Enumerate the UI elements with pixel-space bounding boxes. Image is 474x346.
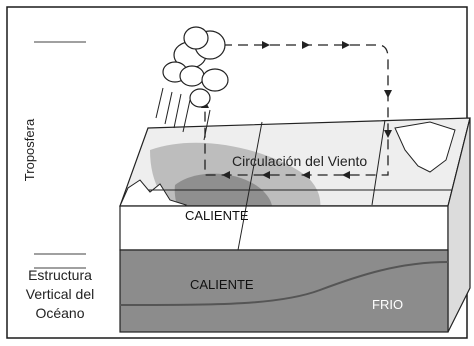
block-front-upper xyxy=(119,205,449,251)
ocean-structure-label-line3: Océano xyxy=(35,305,84,321)
warm-ocean-label: CALIENTE xyxy=(190,277,254,292)
ocean-structure-label-line1: Estructura xyxy=(28,267,92,283)
ocean-structure-label-line2: Vertical del xyxy=(26,286,94,302)
thermocline-curve xyxy=(119,261,449,306)
cold-ocean-label: FRIO xyxy=(372,297,403,312)
wind-circulation-label: Circulación del Viento xyxy=(232,153,367,169)
wind-arrow-icon xyxy=(201,41,392,179)
warm-surface-label: CALIENTE xyxy=(185,208,249,223)
troposphere-label: Troposfera xyxy=(22,118,37,181)
rain-icon xyxy=(155,87,211,141)
slice-line-left xyxy=(237,121,263,251)
landmass-east xyxy=(394,121,456,173)
ocean-block xyxy=(119,249,449,333)
wind-circulation-loop xyxy=(204,44,389,176)
cloud-icon xyxy=(162,26,229,108)
slice-line-right xyxy=(371,119,386,206)
